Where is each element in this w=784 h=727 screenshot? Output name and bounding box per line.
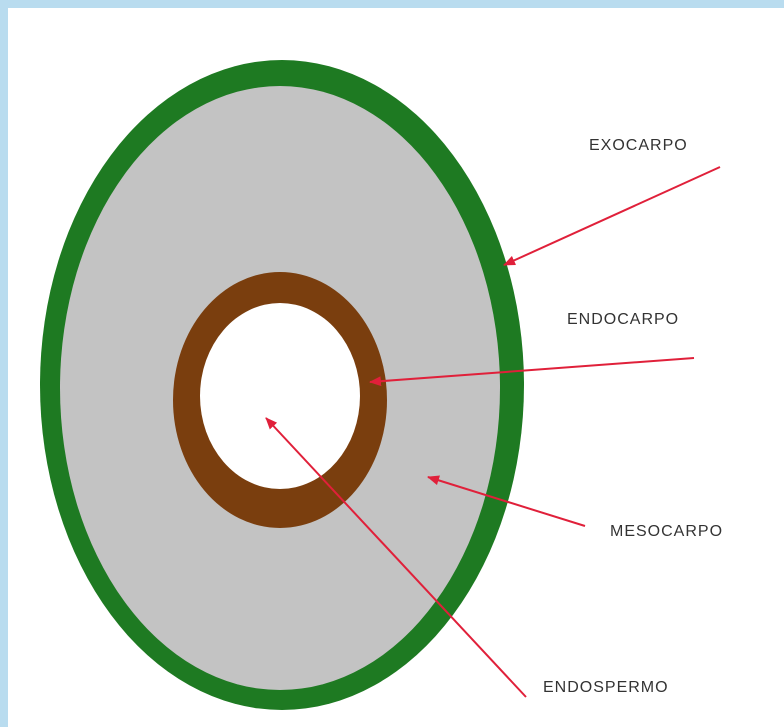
mesocarpo-label: MESOCARPO: [610, 523, 723, 540]
endocarpo-label: ENDOCARPO: [567, 311, 679, 328]
exocarpo-arrow: [504, 167, 720, 265]
endosperm-layer: [200, 303, 360, 489]
exocarpo-label: EXOCARPO: [589, 137, 688, 154]
endospermo-label: ENDOSPERMO: [543, 679, 669, 696]
